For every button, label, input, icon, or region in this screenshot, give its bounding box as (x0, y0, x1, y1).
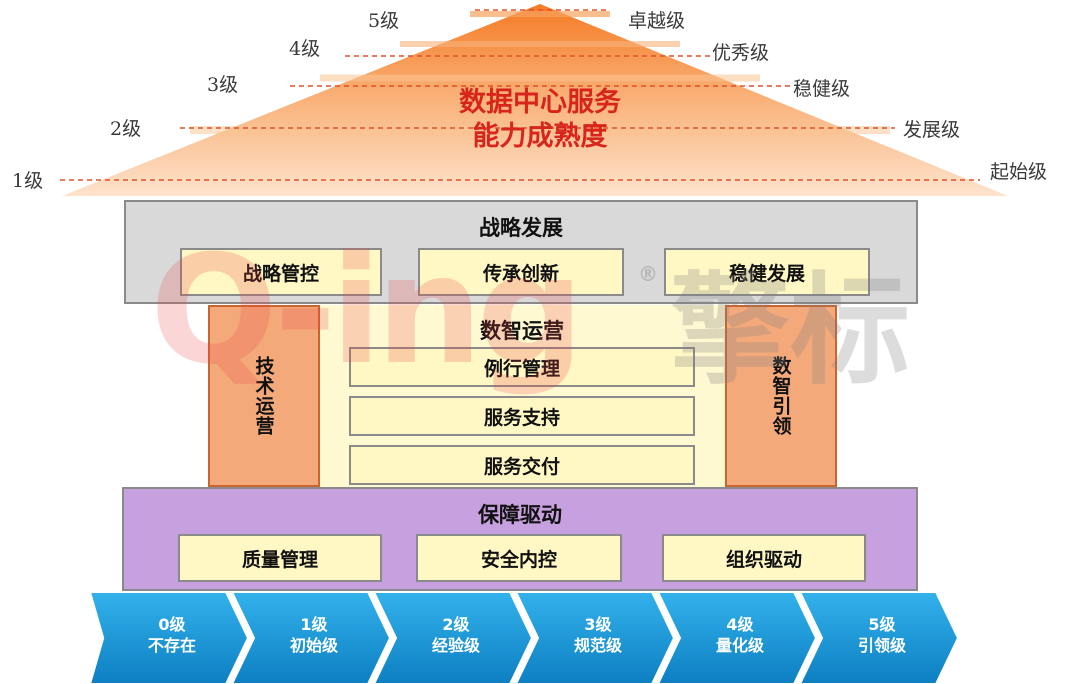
scale-level-label: 1级 (300, 615, 328, 634)
level-5-label: 5级 (368, 10, 400, 32)
level-4-label: 4级 (289, 38, 321, 60)
level-2-name: 发展级 (903, 119, 961, 141)
strategy-item: 稳健发展 (664, 248, 870, 296)
scale-level-label: 0级 (158, 615, 186, 634)
assurance-item: 安全内控 (416, 534, 622, 582)
level-3-label: 3级 (207, 74, 239, 96)
scale-level-label: 5级 (868, 615, 896, 634)
scale-level-name: 规范级 (573, 636, 622, 655)
scale-level-name: 引领级 (857, 636, 906, 655)
assurance-item: 质量管理 (178, 534, 382, 582)
assurance-title: 保障驱动 (478, 503, 562, 527)
scale-level-label: 4级 (726, 615, 754, 634)
level-lines (60, 9, 980, 181)
strategy-band: 战略发展 战略管控 传承创新 稳健发展 (124, 200, 918, 304)
scale-level-name: 不存在 (147, 636, 196, 655)
right-pillar: 数智引领 (725, 305, 837, 487)
scale-level-name: 初始级 (289, 636, 338, 655)
operations-item: 服务支持 (349, 396, 695, 436)
scale-level-name: 经验级 (431, 636, 480, 655)
scale-level-label: 2级 (442, 615, 470, 634)
scale-level-name: 量化级 (715, 636, 764, 655)
strategy-item: 战略管控 (180, 248, 382, 296)
level-1-name: 起始级 (990, 161, 1048, 183)
level-1-label: 1级 (12, 170, 44, 192)
operations-title: 数智运营 (480, 319, 564, 343)
strategy-item: 传承创新 (418, 248, 624, 296)
pyramid-title-line1: 数据中心服务 (459, 87, 621, 118)
level-2-label: 2级 (110, 118, 142, 140)
level-4-name: 优秀级 (712, 42, 770, 64)
level-5-name: 卓越级 (628, 10, 686, 32)
operations-item: 例行管理 (349, 347, 695, 387)
operations-item: 服务交付 (349, 445, 695, 485)
assurance-band: 保障驱动 质量管理 安全内控 组织驱动 (122, 487, 918, 591)
left-pillar: 技术运营 (208, 305, 320, 487)
pyramid-roof (62, 4, 1008, 196)
strategy-title: 战略发展 (479, 216, 563, 240)
pyramid-title-line2: 能力成熟度 (472, 121, 608, 152)
level-3-name: 稳健级 (793, 78, 851, 100)
scale-level-label: 3级 (584, 615, 612, 634)
assurance-item: 组织驱动 (662, 534, 866, 582)
